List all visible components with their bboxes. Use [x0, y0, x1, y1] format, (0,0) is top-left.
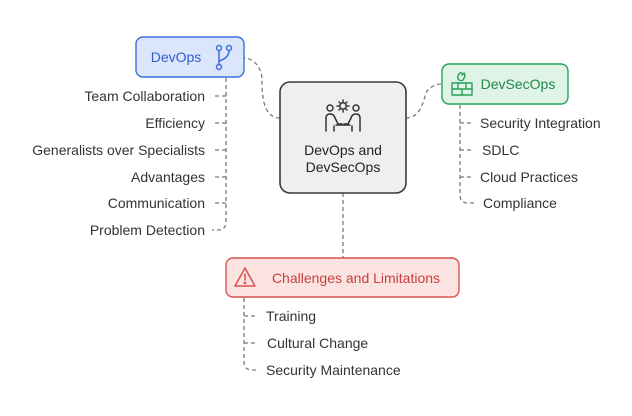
devsecops-leaf-connectors — [459, 105, 474, 204]
people-collaboration-icon — [325, 99, 361, 132]
git-branch-icon — [215, 44, 233, 71]
devsecops-leaf: Cloud Practices — [480, 169, 578, 185]
challenges-node: Challenges and Limitations — [225, 257, 460, 298]
challenges-leaves: Training Cultural Change Security Mainte… — [266, 308, 401, 378]
challenges-label: Challenges and Limitations — [272, 270, 440, 286]
center-title-line1: DevOps and — [304, 142, 382, 158]
challenges-leaf: Cultural Change — [267, 335, 368, 351]
devsecops-node: DevSecOps — [441, 63, 569, 105]
devops-leaf: Efficiency — [145, 115, 205, 131]
devops-leaf-connectors — [212, 78, 227, 231]
devsecops-leaf: Compliance — [483, 195, 557, 211]
connector-center-devops — [243, 57, 281, 119]
warning-triangle-icon — [234, 267, 256, 287]
devsecops-leaf: Security Integration — [480, 115, 601, 131]
devops-label: DevOps — [151, 49, 202, 65]
devsecops-label: DevSecOps — [481, 76, 556, 92]
devsecops-leaf: SDLC — [482, 142, 519, 158]
devsecops-leaves: Security Integration SDLC Cloud Practice… — [480, 115, 601, 211]
challenges-leaf-connectors — [243, 298, 258, 371]
devops-node: DevOps — [135, 36, 245, 78]
connector-center-devsecops — [405, 83, 443, 119]
challenges-leaf: Security Maintenance — [266, 362, 401, 378]
center-node: DevOps and DevSecOps — [279, 81, 407, 194]
firewall-icon — [451, 72, 473, 96]
devops-leaf: Advantages — [131, 169, 205, 185]
devops-leaves: Team Collaboration Efficiency Generalist… — [32, 88, 205, 238]
devops-leaf: Communication — [108, 195, 205, 211]
devops-leaf: Team Collaboration — [84, 88, 205, 104]
challenges-leaf: Training — [266, 308, 316, 324]
devops-leaf: Problem Detection — [90, 222, 205, 238]
center-title-line2: DevSecOps — [306, 159, 381, 175]
devops-leaf: Generalists over Specialists — [32, 142, 205, 158]
